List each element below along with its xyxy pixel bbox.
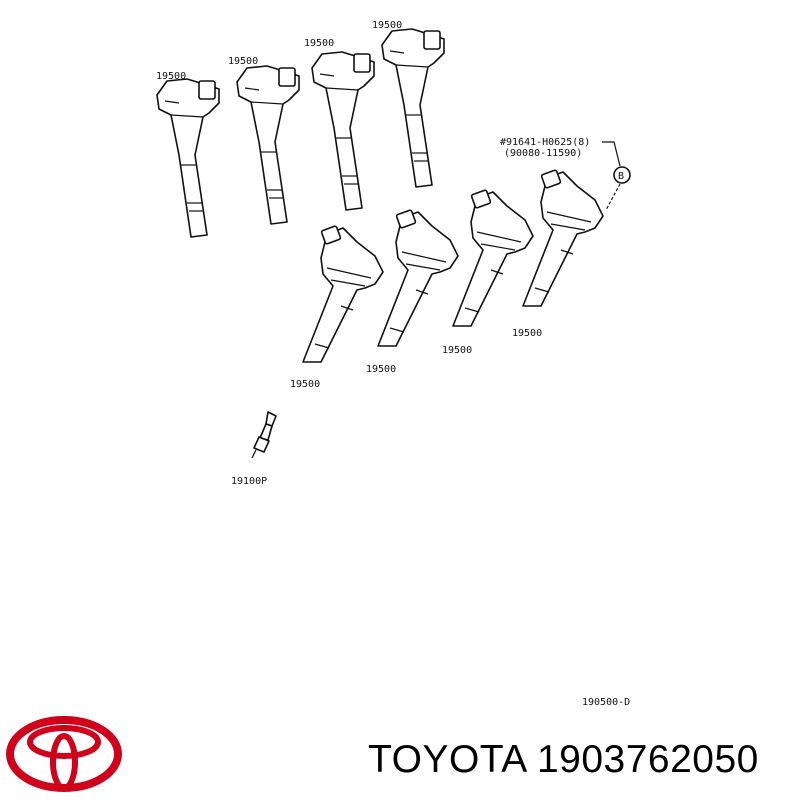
toyota-logo-icon — [6, 716, 122, 792]
coil-label-5: 19500 — [290, 379, 320, 390]
ignition-coil-lower-4 — [522, 168, 604, 307]
callout-letter: B — [618, 171, 624, 182]
ignition-coil-lower-2 — [377, 208, 459, 347]
coil-label-4: 19500 — [372, 20, 402, 31]
coil-label-8: 19500 — [512, 328, 542, 339]
ignition-coil-lower-1 — [302, 224, 384, 363]
product-title: TOYOTA 1903762050 — [368, 738, 759, 782]
figure-code: 190500-D — [582, 697, 630, 708]
bolt-part-number: #91641-H0625(8) — [500, 137, 590, 148]
ignition-coil-upper-3 — [311, 51, 375, 211]
callout-leader — [602, 141, 631, 211]
coil-label-1: 19500 — [156, 71, 186, 82]
brand-name: TOYOTA — [368, 738, 526, 781]
coil-label-3: 19500 — [304, 38, 334, 49]
callout-b-circle — [613, 166, 631, 184]
ignition-coil-upper-4 — [381, 28, 445, 188]
coil-label-2: 19500 — [228, 56, 258, 67]
part-number: 1903762050 — [536, 738, 759, 781]
coil-label-6: 19500 — [366, 364, 396, 375]
ignition-coil-upper-1 — [156, 78, 220, 238]
bolt-alt-number: (90080-11590) — [504, 148, 582, 159]
spark-plug-label: 19100P — [231, 476, 267, 487]
coil-label-7: 19500 — [442, 345, 472, 356]
spark-plug — [251, 411, 277, 459]
ignition-coil-upper-2 — [236, 65, 300, 225]
ignition-coil-lower-3 — [452, 188, 534, 327]
